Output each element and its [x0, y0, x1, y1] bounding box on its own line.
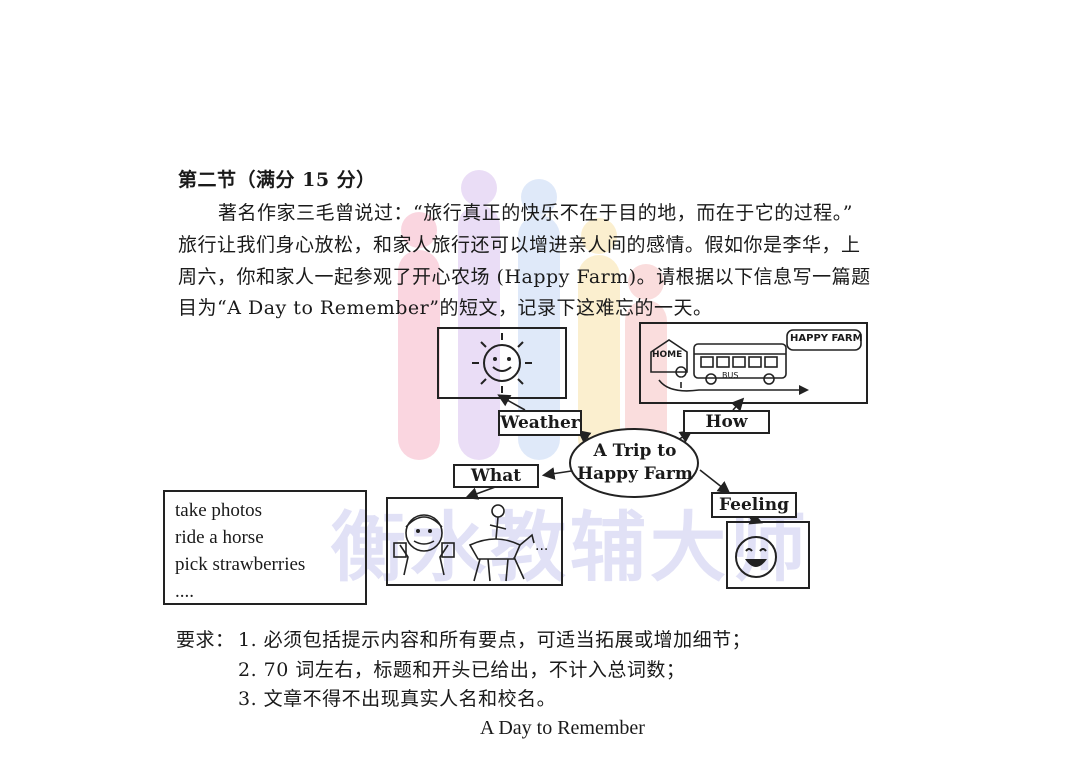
prompt-line-2: 旅行让我们身心放松，和家人旅行还可以增进亲人间的感情。假如你是李华，上 [178, 234, 861, 256]
requirement-item-3: 3. 文章不得不出现真实人名和校名。 [238, 688, 557, 710]
center-node-line1: A Trip to [593, 441, 677, 461]
feeling-picture-box [726, 521, 810, 589]
activity-item: pick strawberries [175, 554, 306, 575]
activities-list-box: take photos ride a horse pick strawberri… [163, 490, 367, 605]
how-picture-box [639, 322, 868, 404]
feeling-label: Feeling [711, 492, 797, 518]
requirement-item-1: 1. 必须包括提示内容和所有要点，可适当拓展或增加细节； [238, 629, 752, 651]
what-picture-box [386, 497, 563, 586]
activity-item: .... [175, 581, 194, 602]
bus-route-illustration [650, 329, 862, 395]
prompt-line-4: 目为“A Day to Remember”的短文，记录下这难忘的一天。 [178, 297, 713, 319]
what-label: What [453, 464, 539, 488]
happy-farm-sign-label: HAPPY FARM [790, 333, 863, 344]
prompt-line-1: 著名作家三毛曾说过：“旅行真正的快乐不在于目的地，而在于它的过程。” [218, 202, 853, 224]
activity-item: ride a horse [175, 527, 264, 548]
weather-picture-box [437, 327, 567, 399]
activity-item: take photos [175, 500, 263, 521]
essay-title: A Day to Remember [480, 717, 645, 739]
center-node-line2: Happy Farm [577, 464, 693, 484]
how-label: How [683, 410, 770, 434]
weather-label: Weather [498, 410, 582, 436]
requirement-item-2: 2. 70 词左右，标题和开头已给出，不计入总词数； [238, 659, 686, 681]
bus-text-label: BUS [722, 371, 739, 380]
section-title: 第二节（满分 15 分） [178, 169, 376, 191]
home-sign-label: HOME [652, 350, 683, 360]
sun-icon [472, 333, 532, 393]
requirements-label: 要求： [176, 629, 235, 651]
prompt-line-3: 周六，你和家人一起参观了开心农场 (Happy Farm)。请根据以下信息写一篇… [178, 266, 871, 288]
activities-illustration [393, 504, 535, 582]
what-ellipsis: ... [535, 538, 549, 554]
smiley-face-icon [735, 536, 777, 578]
